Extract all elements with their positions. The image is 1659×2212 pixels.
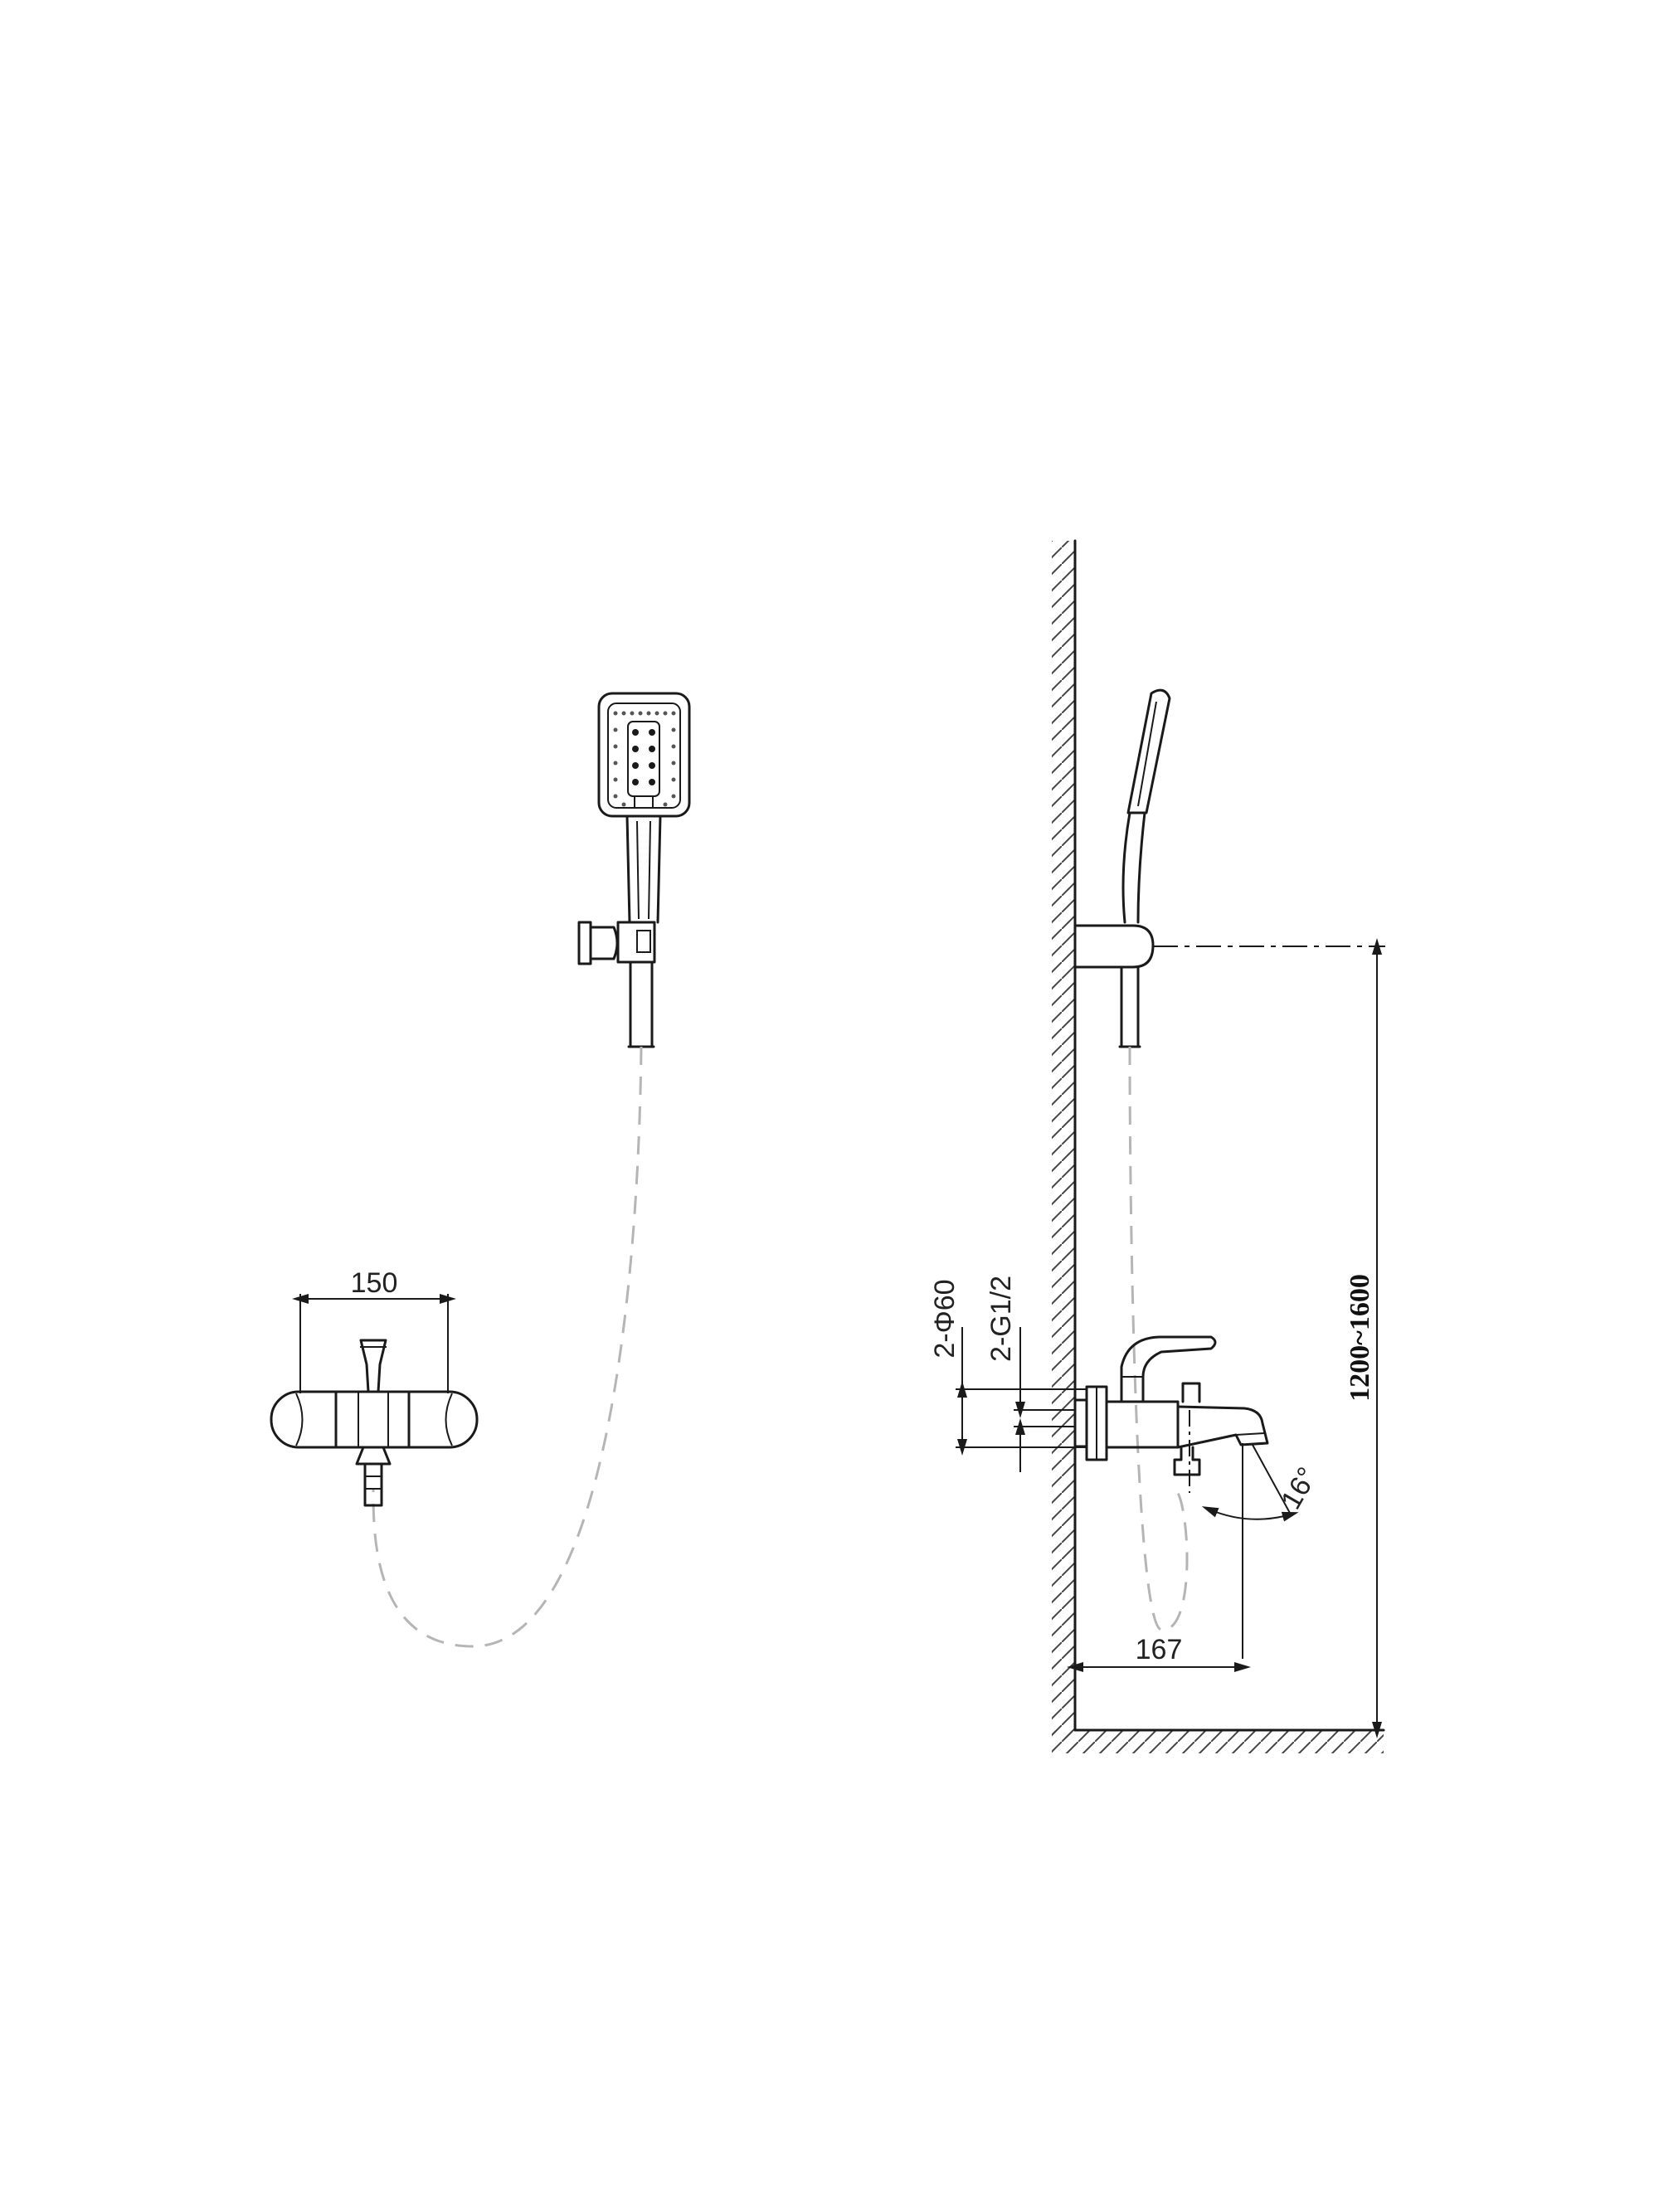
side-view: 16° 167 2-Φ60 2-G1/2 1200~1600 xyxy=(929,539,1385,1753)
angle-16: 16° xyxy=(1201,1443,1324,1659)
dim-label-150: 150 xyxy=(351,1267,398,1299)
hose-upper-front xyxy=(627,960,655,1048)
dimension-height: 1200~1600 xyxy=(1345,938,1382,1738)
dimension-thread: 2-G1/2 xyxy=(985,1276,1075,1472)
dim-label-167: 167 xyxy=(1136,1634,1183,1665)
floor xyxy=(1052,1728,1385,1753)
hose-dashed-side xyxy=(1128,1046,1189,1631)
wall-holder-front xyxy=(577,921,656,965)
hand-shower-head-front xyxy=(597,692,691,818)
dim-label-height: 1200~1600 xyxy=(1345,1274,1375,1402)
wall xyxy=(1052,539,1077,1738)
dim-label-16-deg: 16° xyxy=(1275,1462,1324,1515)
mixer-side xyxy=(1073,1335,1269,1476)
dimension-150: 150 xyxy=(292,1267,456,1393)
dim-label-thread: 2-G1/2 xyxy=(985,1276,1017,1362)
hose-dashed-front xyxy=(372,1046,643,1648)
wall-holder-side xyxy=(1073,924,1155,1048)
dimension-167: 167 xyxy=(1067,1634,1251,1672)
dim-label-cover-plate: 2-Φ60 xyxy=(929,1279,961,1358)
mixer-front xyxy=(270,1339,479,1507)
hand-shower-side xyxy=(1121,688,1171,924)
hand-shower-handle-front xyxy=(625,814,662,924)
front-view: 150 xyxy=(270,692,691,1648)
